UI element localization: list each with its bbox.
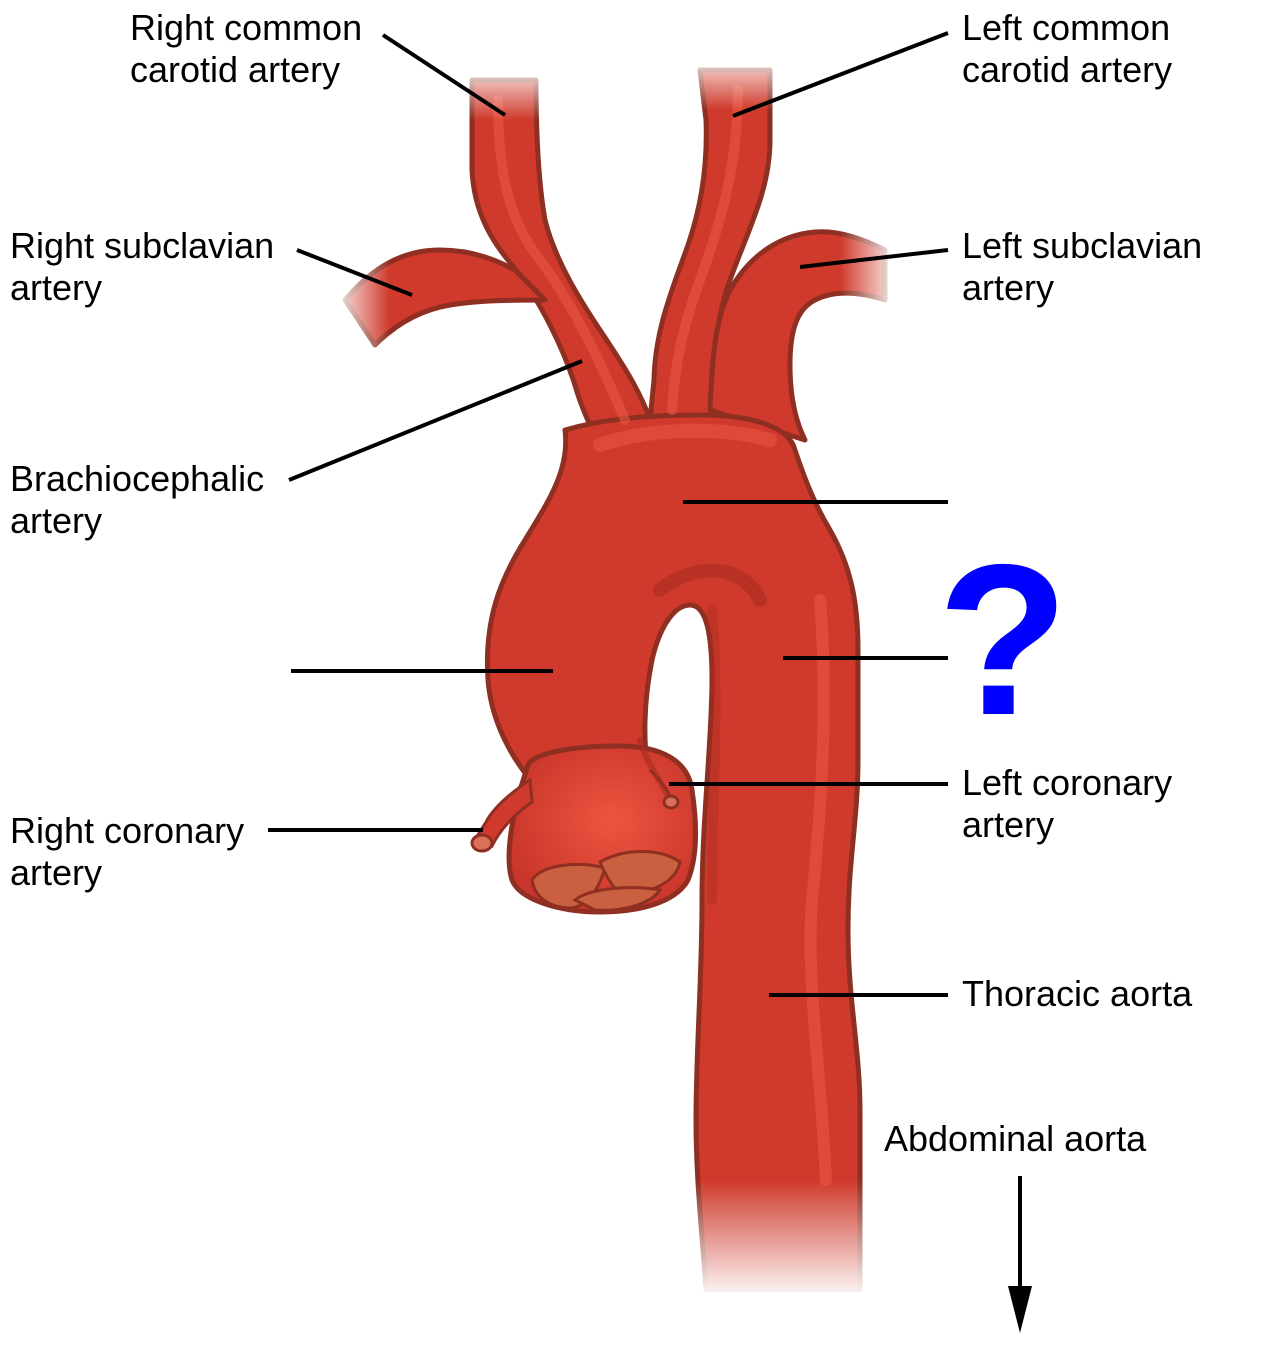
label-right-common-carotid: Right common carotid artery (130, 7, 363, 90)
down-arrow-icon (1008, 1176, 1032, 1333)
leader-brachiocephalic (288, 359, 583, 482)
leader-right-subclavian (296, 248, 413, 297)
vessel-shading (493, 85, 832, 1186)
leader-left-subclavian (799, 248, 949, 269)
right-subclavian-vessel (342, 247, 548, 348)
label-left-coronary: Left coronary artery (962, 762, 1173, 845)
label-thoracic-aorta: Thoracic aorta (962, 973, 1193, 1014)
label-right-coronary: Right coronary artery (10, 810, 245, 893)
label-left-subclavian: Left subclavian artery (962, 225, 1203, 308)
question-mark-icon: ? (937, 519, 1069, 760)
vessels (342, 67, 888, 1293)
leader-right-common-carotid (381, 33, 507, 117)
aortic-arch-vessel (484, 412, 863, 1293)
leader-left-common-carotid (732, 31, 949, 118)
label-right-subclavian: Right subclavian artery (10, 225, 275, 308)
leader-lines (268, 31, 949, 997)
right-coronary-vessel (470, 777, 534, 853)
aortic-valve (530, 850, 682, 912)
label-brachiocephalic: Brachiocephalic artery (10, 458, 265, 541)
left-coronary-vessel (648, 768, 680, 810)
label-left-common-carotid: Left common carotid artery (962, 7, 1173, 90)
label-abdominal-aorta: Abdominal aorta (884, 1118, 1147, 1159)
